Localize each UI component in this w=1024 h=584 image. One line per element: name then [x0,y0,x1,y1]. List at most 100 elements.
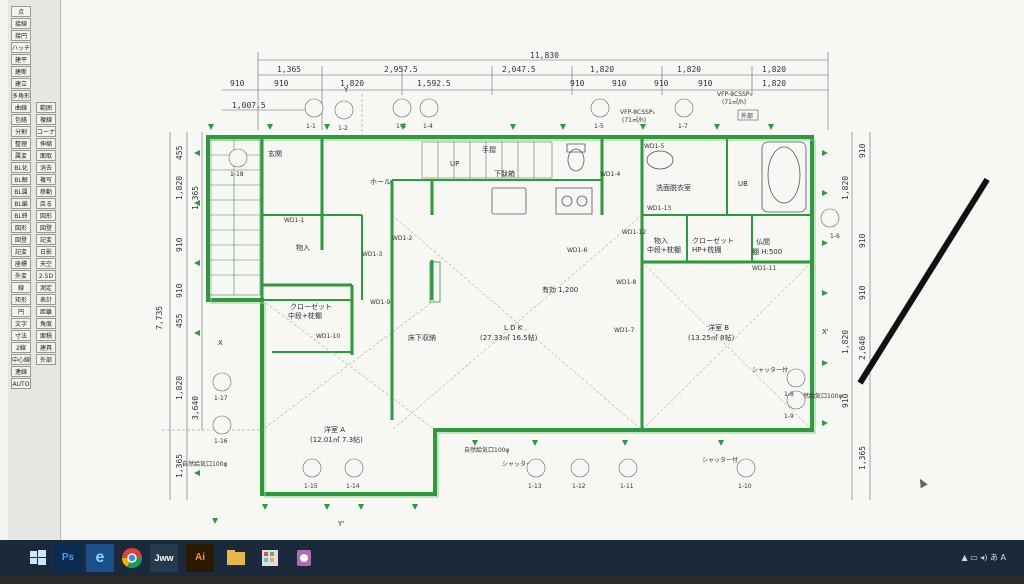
room-genkan: 玄関 [268,149,282,158]
toolbar-button[interactable]: 記変 [36,234,56,245]
toolbar-button[interactable]: 寸法 [11,330,31,341]
toolbar-button[interactable]: 天空 [36,258,56,269]
toolbar-button[interactable]: 分割 [11,126,31,137]
file-explorer-taskbar-icon[interactable] [222,544,250,572]
wd-tag: WD1-7 [614,327,635,334]
toolbar-button[interactable]: BL解 [11,174,31,185]
windows-start-button[interactable] [24,544,52,572]
jww-cad-taskbar-icon[interactable]: Jww [150,544,178,572]
dim-right-6: 2,640 [858,336,867,360]
dim-row2-6: 910 [612,79,627,88]
wd-tag: WD1-9 [370,299,391,306]
folder-icon [227,550,245,565]
toolbar-button[interactable]: 整理 [11,138,31,149]
window-tag-1-13 [526,458,546,478]
dim-left-5: 910 [175,283,184,298]
toolbar-button[interactable]: BL終 [11,210,31,221]
toolbar-button[interactable]: 点 [11,6,31,17]
window-tag-label: 1-1 [306,123,316,130]
window-tag-1-12 [570,458,590,478]
window-tag-label: 1-9 [784,413,794,420]
toolbar-button[interactable]: 接円 [11,30,31,41]
room-monoire-1: 物入 [654,236,668,245]
internet-explorer-taskbar-icon[interactable]: e [86,544,114,572]
toolbar-button[interactable]: 外変 [11,270,31,281]
chrome-logo-icon [121,548,143,569]
toolbar-button[interactable]: 日影 [36,246,56,257]
drawing-canvas[interactable]: 11,830 1,365 2,957.5 2,047.5 1,820 1,820… [62,0,1024,540]
toolbar-button[interactable]: 図形 [11,222,31,233]
toolbar-button[interactable]: 包絡 [11,114,31,125]
toolbar-button[interactable]: BL化 [11,162,31,173]
window-tag-1-16 [212,415,232,435]
toolbar-button[interactable]: 建平 [11,54,31,65]
room-ldk-area: (27.33㎡ 16.5帖) [480,333,538,342]
toolbar-button[interactable]: 矩形 [11,294,31,305]
dim-top-4: 1,820 [590,65,614,74]
toolbar-button[interactable]: 記変 [11,246,31,257]
toolbar-button[interactable]: 文字 [11,318,31,329]
toolbar-button[interactable]: 属変 [11,150,31,161]
toolbar-button[interactable]: 座標 [11,258,31,269]
window-tag-1-2 [334,100,354,120]
toolbar-button[interactable]: 図登 [36,222,56,233]
toolbar-button[interactable]: BL属 [11,186,31,197]
toolbar-button[interactable]: 面取 [36,150,56,161]
toolbar-button[interactable]: 建立 [11,78,31,89]
toolbar-button[interactable]: 中心線 [11,354,31,365]
illustrator-taskbar-icon[interactable]: Ai [186,544,214,572]
toolbar-button[interactable]: 面積 [36,330,56,341]
window-tag-label: 1-16 [214,438,228,445]
toolbar-button[interactable]: 円 [11,306,31,317]
toolbar-button[interactable]: 距離 [36,306,56,317]
apps-taskbar-icon[interactable] [256,544,284,572]
toolbar-button[interactable]: 範囲 [36,102,56,113]
toolbar-button[interactable]: 表計 [36,294,56,305]
toolbar-button[interactable]: 複写 [36,174,56,185]
hidden-lines [162,94,813,431]
toolbar-button[interactable]: ハッチ [11,42,31,53]
wd-tag: WD1-13 [647,205,671,212]
toolbar-button[interactable]: 曲線 [11,102,31,113]
toolbar-button[interactable]: 線 [11,282,31,293]
toolbar-button[interactable]: 図形 [36,210,56,221]
room-butsudan: 仏間 [756,238,770,246]
room-youshitsu-b: 洋室 B [708,323,729,332]
toolbar-button[interactable]: 2.5D [36,270,56,281]
wd-tag: WD1-2 [392,235,413,242]
vent-label-1: VFP-8CSSP₅ [620,109,655,116]
windows-logo-icon [30,550,46,565]
dim-total: 11,830 [530,51,559,60]
photoshop-taskbar-icon[interactable]: Ps [54,544,82,572]
system-tray[interactable]: ▲ ▭ ◂) あ A [961,553,1007,562]
toolbar-button[interactable]: 接線 [11,18,31,29]
shutter-note-2: シャッター付 [702,456,738,464]
chrome-taskbar-icon[interactable] [118,544,146,572]
toolbar-button[interactable]: 伸縮 [36,138,56,149]
toolbar-button[interactable]: 移動 [36,186,56,197]
toolbar-button[interactable]: 測定 [36,282,56,293]
walls [206,135,816,498]
dim-right-8: 1,365 [858,446,867,470]
marker-y: Y [343,86,349,94]
toolbar-button[interactable]: 消去 [36,162,56,173]
room-washroom: 洗面脱衣室 [656,183,691,192]
toolbar-button[interactable]: BL編 [11,198,31,209]
toolbar-button[interactable]: 多角形 [11,90,31,101]
toolbar-button[interactable]: 建断 [11,66,31,77]
ceiling-note: 有効 1,200 [542,285,578,294]
toolbar-button[interactable]: 複線 [36,114,56,125]
window-tag-1-5 [590,98,610,118]
toolbar-button[interactable]: コーナー [36,126,56,137]
dim-left-9: 1,365 [175,454,184,478]
toolbar-button[interactable]: 連線 [11,366,31,377]
toolbar-button[interactable]: 2線 [11,342,31,353]
toolbar-button[interactable]: 戻る [36,198,56,209]
toolbar-button[interactable]: 図登 [11,234,31,245]
toolbar-button[interactable]: 外部 [36,354,56,365]
dim-left-7: 1,820 [175,376,184,400]
toolbar-button[interactable]: 角度 [36,318,56,329]
media-taskbar-icon[interactable] [290,544,318,572]
toolbar-button[interactable]: 建具 [36,342,56,353]
toolbar-button[interactable]: AUTO [11,378,31,389]
